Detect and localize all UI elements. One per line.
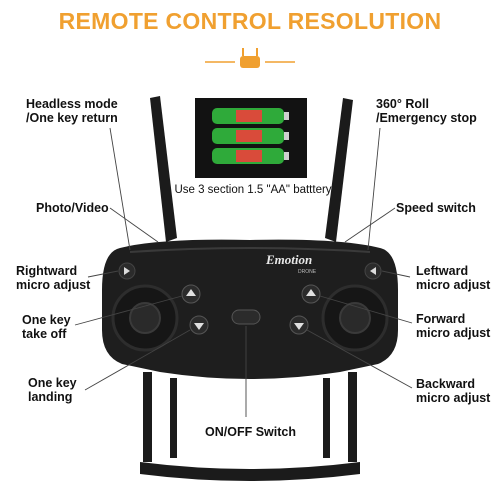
antenna-left: [150, 96, 177, 242]
arrow-left-icon: [370, 267, 376, 275]
photo-video-label: Photo/Video: [36, 201, 109, 215]
forward-trim-label: Forward micro adjust: [416, 312, 491, 340]
leader-lines: [74, 127, 413, 417]
rightward-trim-label: Rightward micro adjust: [16, 264, 91, 292]
brand-name: Emotion: [265, 252, 312, 267]
arrow-up-icon: [306, 289, 316, 296]
arrow-up-icon: [186, 289, 196, 296]
left-joystick[interactable]: [111, 284, 179, 352]
remote-controller-icon: [205, 48, 295, 68]
speed-switch-label: Speed switch: [396, 201, 476, 215]
controller-body: [102, 239, 398, 379]
page-title: REMOTE CONTROL RESOLUTION: [58, 8, 442, 34]
leftward-trim-label: Leftward micro adjust: [416, 264, 491, 292]
arrow-down-icon: [294, 323, 304, 330]
headless-mode-label: Headless mode /One key return: [26, 97, 118, 125]
right-joystick[interactable]: [321, 284, 389, 352]
takeoff-label: One key take off: [22, 313, 71, 341]
phone-holder: [140, 372, 360, 481]
arrow-right-icon: [124, 267, 130, 275]
landing-label: One key landing: [28, 376, 77, 404]
battery-compartment: [195, 98, 307, 178]
brand-sub: DRONE: [298, 269, 317, 275]
battery-caption: Use 3 section 1.5 "AA" batttery: [174, 184, 332, 196]
arrow-down-icon: [194, 323, 204, 330]
backward-trim-label: Backward micro adjust: [416, 377, 491, 405]
onoff-switch-label: ON/OFF Switch: [205, 425, 296, 439]
roll-label: 360° Roll /Emergency stop: [376, 97, 477, 125]
battery-icon: [212, 108, 289, 164]
power-switch[interactable]: [231, 309, 261, 325]
antenna-right: [325, 98, 353, 242]
